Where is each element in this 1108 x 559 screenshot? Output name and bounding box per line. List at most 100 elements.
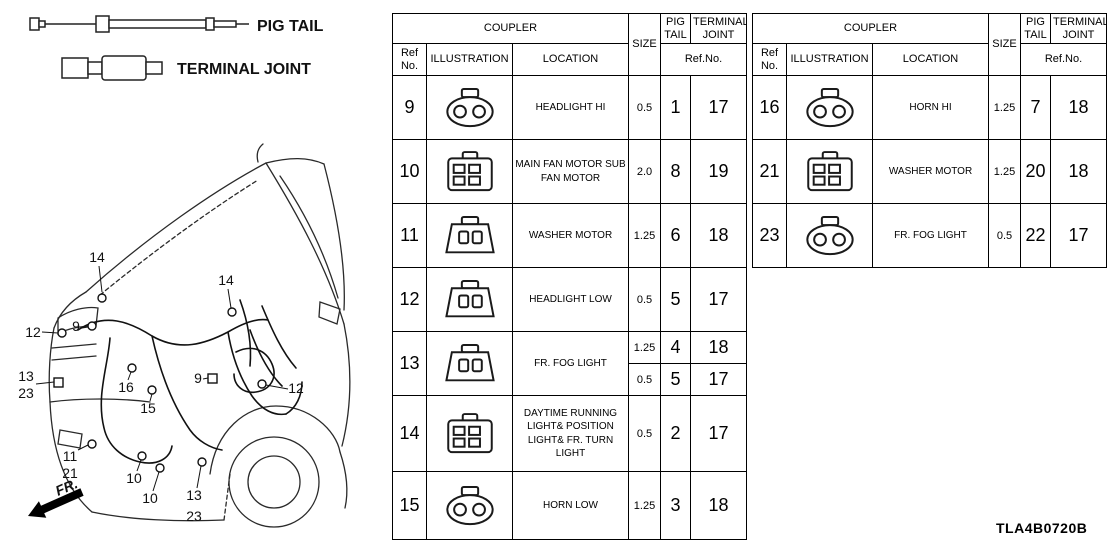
size-cell: 0.5 [628,395,662,472]
size-cell: 1.25 [988,75,1022,140]
part-code: TLA4B0720B [996,520,1088,536]
terminal-joint-ref-cell: 18 [690,331,748,364]
pig-tail-header: PIG TAIL [1020,13,1052,44]
location-cell: WASHER MOTOR [871,139,990,204]
size-cell: 1.25 [628,203,662,268]
coupler-table-right: COUPLER SIZE PIG TAIL TERMINAL JOINT Ref… [751,13,1108,268]
terminal-joint-ref-cell: 18 [690,471,748,540]
ref-no-cell: 12 [392,267,427,332]
location-cell: HEADLIGHT HI [511,75,630,140]
table-row: 23 FR. FOG LIGHT 0.5 22 17 [752,203,1108,268]
ref-no-cell: 16 [752,75,787,140]
ref-no-cell: 21 [752,139,787,204]
location-cell: DAYTIME RUNNING LIGHT& POSITION LIGHT& F… [511,395,630,472]
callout-label: 23 [18,385,34,401]
table-row: 16 HORN HI 1.25 7 18 [752,75,1108,140]
terminal-joint-ref-cell: 18 [1050,139,1108,204]
callout-label: 11 [63,448,78,464]
connector-nodes [53,293,267,473]
connector-round-icon [801,214,859,258]
location-cell: WASHER MOTOR [511,203,630,268]
ref-no-cell: 9 [392,75,427,140]
illustration-header: ILLUSTRATION [426,43,513,76]
size-cell: 0.5 [628,75,662,140]
connector-round-icon [441,484,499,528]
wire-harness [77,299,303,464]
callout-label: 15 [140,400,156,416]
table-row: 13 FR. FOG LIGHT 1.25 4 18 [392,331,748,396]
terminal-joint-ref-cell: 19 [690,139,748,204]
terminal-joint-icon [61,55,163,81]
ref-no-cell: 15 [392,471,427,540]
connector-round-icon [801,86,859,130]
terminal-joint-ref-cell: 17 [690,363,748,396]
pig-tail-label: PIG TAIL [257,18,324,35]
location-cell: HEADLIGHT LOW [511,267,630,332]
size-header: SIZE [628,13,662,76]
car-outline [48,143,351,528]
illustration-cell [786,75,873,140]
connector-trapezoid-icon [441,342,499,386]
callout-label: 16 [118,379,134,395]
size-cell: 0.5 [988,203,1022,268]
callout-label: 21 [62,465,78,481]
location-cell: HORN HI [871,75,990,140]
pig-tail-ref-cell: 5 [660,267,692,332]
connector-trapezoid-icon [441,214,499,258]
ref-no-cell: 13 [392,331,427,396]
callout-label: 12 [288,380,304,396]
ref-no-cell: 10 [392,139,427,204]
ref-no-header: Ref No. [752,43,787,76]
leader-lines [35,265,289,492]
table-row: 21 WASHER MOTOR 1.25 20 18 [752,139,1108,204]
callout-label: 10 [142,490,158,506]
pig-tail-icon [29,15,249,33]
size-cell: 0.5 [628,267,662,332]
terminal-joint-label: TERMINAL JOINT [177,61,311,78]
size-cell: 1.25 [628,331,662,364]
ref-no-sub-header: Ref.No. [660,43,748,76]
size-cell: 2.0 [628,139,662,204]
table-row: 9 HEADLIGHT HI 0.5 1 17 [392,75,748,140]
illustration-cell [786,203,873,268]
pig-tail-ref-cell: 2 [660,395,692,472]
pig-tail-ref-cell: 7 [1020,75,1052,140]
location-header: LOCATION [871,43,990,76]
ref-no-cell: 23 [752,203,787,268]
connector-square-icon [801,150,859,194]
terminal-joint-ref-cell: 18 [1050,75,1108,140]
car-wiring-diagram: PIG TAIL TERMINAL JOINT [18,15,351,528]
pig-tail-ref-cell: 1 [660,75,692,140]
pig-tail-ref-cell: 4 [660,331,692,364]
table-row: 0.5 5 17 [393,363,748,396]
callout-label: 10 [126,470,142,486]
ref-no-sub-header: Ref.No. [1020,43,1108,76]
ref-no-header: Ref No. [392,43,427,76]
callout-label: 9 [194,370,202,386]
illustration-cell [426,395,513,472]
table-row: 11 WASHER MOTOR 1.25 6 18 [392,203,748,268]
location-cell: MAIN FAN MOTOR SUB FAN MOTOR [511,139,630,204]
coupler-header: COUPLER [751,13,990,44]
illustration-cell [426,267,513,332]
connector-square-icon [441,150,499,194]
illustration-cell [786,139,873,204]
pig-tail-ref-cell: 22 [1020,203,1052,268]
terminal-joint-ref-cell: 18 [690,203,748,268]
coupler-table-left: COUPLER SIZE PIG TAIL TERMINAL JOINT Ref… [391,13,748,540]
size-cell: 1.25 [988,139,1022,204]
pig-tail-ref-cell: 5 [660,363,692,396]
table-row: 15 HORN LOW 1.25 3 18 [392,471,748,540]
table-row: 12 HEADLIGHT LOW 0.5 5 17 [392,267,748,332]
terminal-joint-ref-cell: 17 [690,395,748,472]
table-row: 14 DAYTIME RUNNING LIGHT& POSITION LIGHT… [392,395,748,472]
pig-tail-header: PIG TAIL [660,13,692,44]
pig-tail-ref-cell: 8 [660,139,692,204]
callout-label: 12 [25,324,41,340]
terminal-joint-header: TERMINAL JOINT [690,13,748,44]
pig-tail-ref-cell: 3 [660,471,692,540]
terminal-joint-ref-cell: 17 [690,75,748,140]
callout-label: 14 [218,272,234,288]
diagram-panel: PIG TAIL TERMINAL JOINT [0,0,392,554]
callout-label: 23 [186,508,202,524]
